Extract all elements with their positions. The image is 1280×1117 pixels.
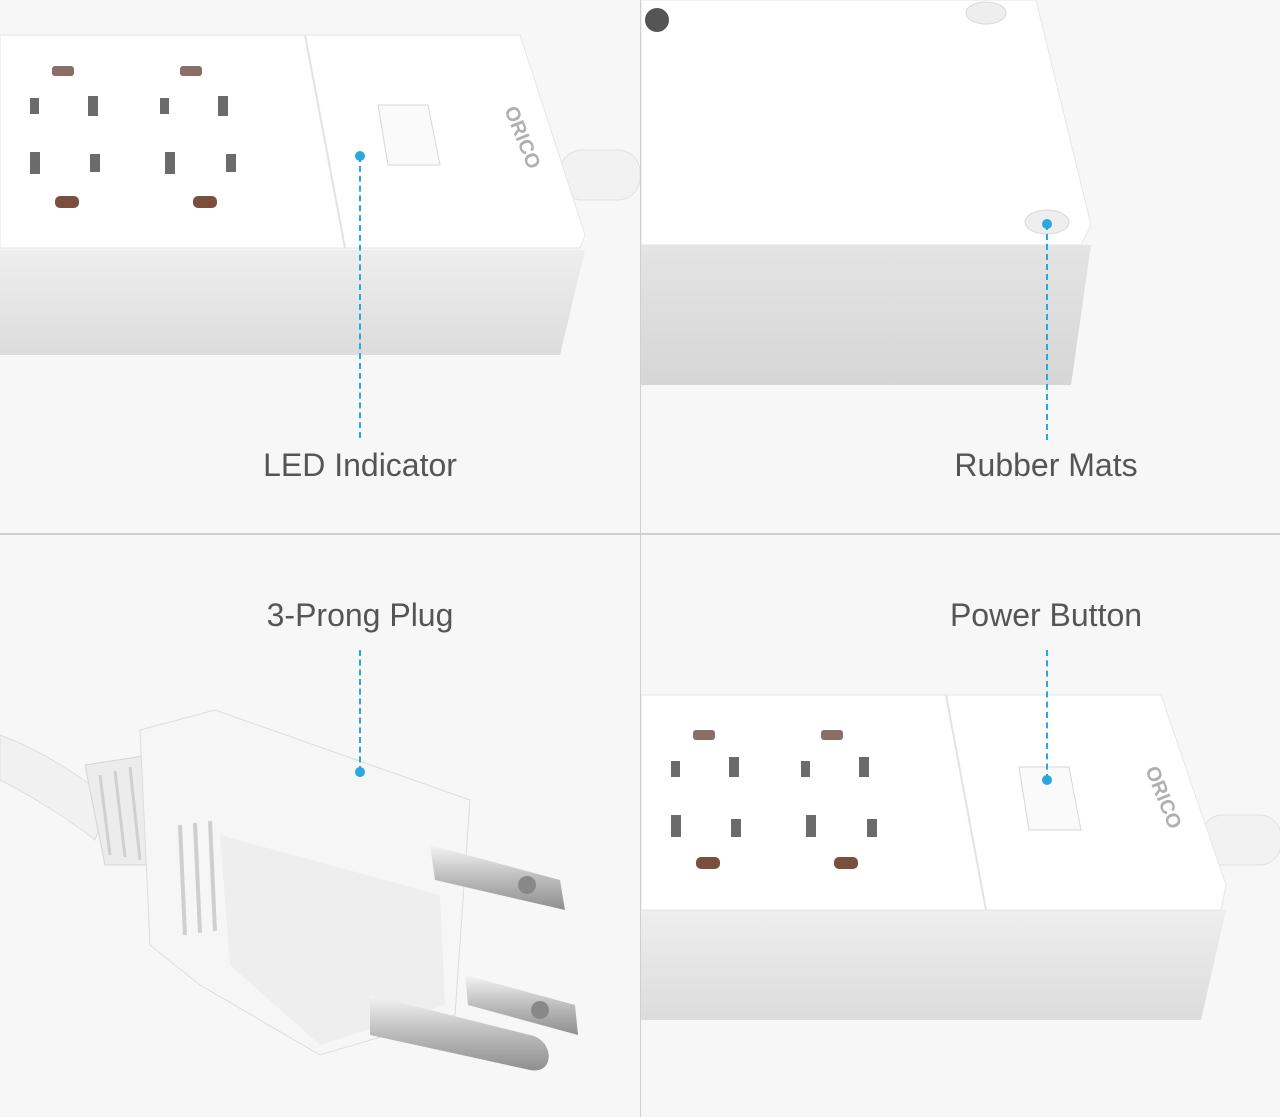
caption-three-prong-plug: 3-Prong Plug: [266, 597, 454, 633]
power-strip-button-image: ORICO: [641, 694, 1280, 1020]
rubber-mat-icon: [965, 1, 1007, 25]
three-prong-plug-image: [0, 709, 578, 1071]
horizontal-divider: [0, 533, 1280, 535]
power-strip-top-image: ORICO: [0, 34, 640, 355]
power-strip-bottom-image: [641, 0, 1092, 385]
caption-power-button: Power Button: [949, 597, 1143, 633]
led-callout-line: [359, 156, 361, 438]
power-button-callout-dot: [1042, 775, 1052, 785]
vertical-divider: [640, 0, 641, 1117]
rubber-mats-callout-line: [1046, 224, 1048, 440]
caption-led-indicator: LED Indicator: [263, 447, 457, 483]
panel-rubber-mats: Rubber Mats: [641, 0, 1280, 533]
plug-callout-dot: [355, 767, 365, 777]
panel-three-prong-plug: 3-Prong Plug: [0, 535, 640, 1117]
rubber-mat-icon: [645, 8, 669, 32]
led-callout-dot: [355, 151, 365, 161]
rubber-mats-callout-dot: [1042, 219, 1052, 229]
plug-callout-line: [359, 650, 361, 772]
panel-led-indicator: ORICO LED Indicator: [0, 0, 640, 533]
power-button-callout-line: [1046, 650, 1048, 780]
caption-rubber-mats: Rubber Mats: [954, 447, 1138, 483]
panel-power-button: ORICO Power Button: [641, 535, 1280, 1117]
power-button-icon: [1018, 766, 1082, 831]
